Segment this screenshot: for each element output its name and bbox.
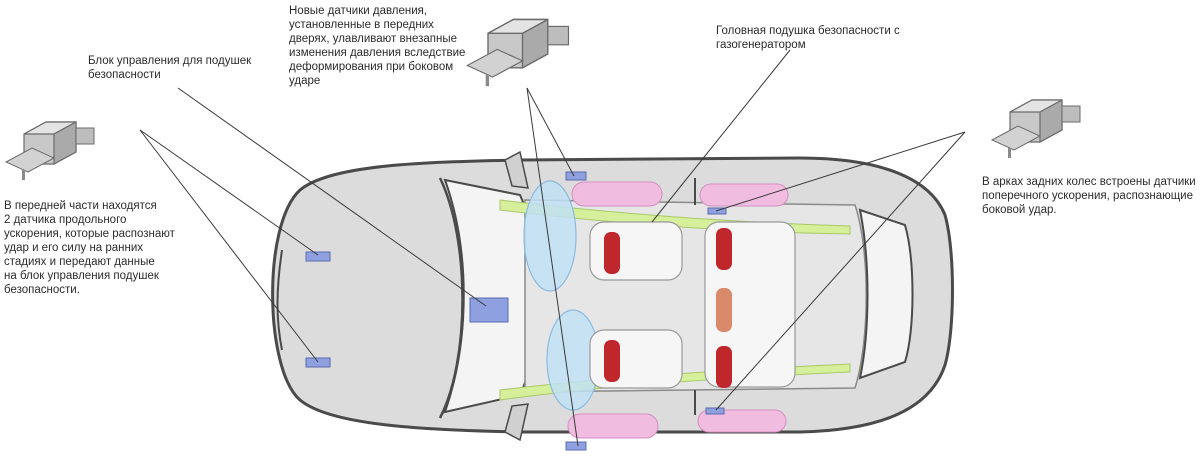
label-line: дверях, улавливают внезапные (289, 33, 458, 45)
label-line: Блок управления для подушек (88, 55, 252, 67)
label-line: ударе (289, 75, 321, 87)
label-line: газогенератором (716, 39, 806, 51)
front-sensors-label: В передней части находятся 2 датчика прод… (4, 199, 175, 297)
side-airbags (567, 181, 789, 439)
seat-belts (604, 228, 732, 388)
label-line: безопасности. (4, 284, 80, 296)
label-line: поперечного ускорения, распознающие (982, 190, 1193, 202)
label-line: В арках задних колес встроены датчики (982, 176, 1196, 188)
label-line: ускорения, которые распознают (4, 228, 175, 240)
label-line: 2 датчика продольного (4, 214, 127, 226)
sensor-icon (466, 18, 570, 87)
label-line: Новые датчики давления, (289, 5, 428, 17)
control-unit-label: Блок управления для подушек безопасности (88, 54, 251, 82)
sensor-icon (5, 121, 95, 181)
label-line: на блок управления подушек (4, 270, 159, 282)
rear-sensors-label: В арках задних колес встроены датчики поп… (982, 175, 1196, 217)
label-line: изменения давления вследствие (289, 47, 466, 59)
leader-lines (139, 49, 966, 447)
label-line: боковой удар. (982, 204, 1057, 216)
label-line: деформирования при боковом (289, 61, 454, 73)
label-line: установленные в передних (289, 19, 434, 31)
curtain-airbag-label: Головная подушка безопасности с газогенер… (716, 24, 900, 52)
front-airbags (523, 180, 600, 411)
sensor-icon (991, 99, 1081, 159)
door-sensors-label: Новые датчики давления, установленные в п… (289, 4, 465, 88)
label-line: В передней части находятся (4, 200, 157, 212)
label-line: стадиях и передают данные (4, 256, 155, 268)
label-line: удар и его силу на ранних (4, 242, 144, 254)
label-line: безопасности (88, 69, 161, 81)
label-line: Головная подушка безопасности с (716, 25, 900, 37)
